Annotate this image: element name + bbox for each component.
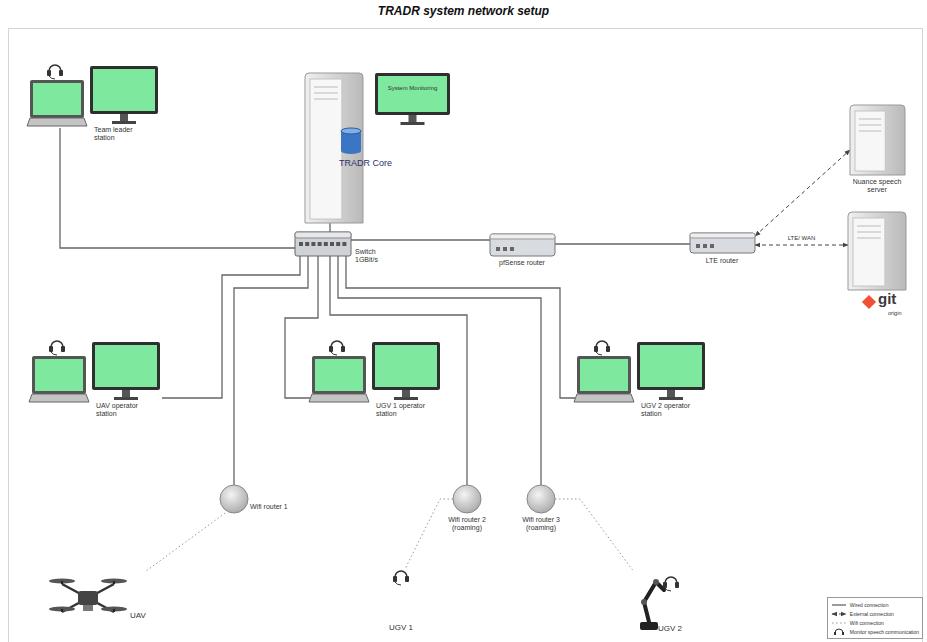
network-switch: Switch 1GBit/s [295, 232, 351, 256]
node-label: origin [888, 310, 901, 316]
node-label: UGV 2 [658, 625, 682, 634]
legend-text: External connection [850, 611, 894, 617]
database-icon [341, 128, 361, 154]
node-icon [527, 485, 555, 513]
node-label: Wifi router 2 (roaming) [439, 516, 495, 531]
operator-station: UGV 2 operator station [575, 338, 707, 404]
ugv-robot: UGV 2 [628, 570, 683, 632]
node-label: UAV operator station [96, 402, 148, 417]
uav-robot: UAV [48, 572, 163, 624]
operator-station: UGV 1 operator station [310, 338, 442, 404]
node-label: Wifi router 3 (roaming) [513, 516, 569, 531]
wifi-connection [145, 513, 225, 572]
wifi-connection [555, 499, 633, 570]
node-label: System Monitoring [388, 85, 438, 92]
node-icon [295, 232, 351, 256]
logo-text: git [878, 291, 896, 308]
team-leader-station: Team leader station [28, 62, 160, 128]
headset-icon [47, 65, 63, 79]
legend-sample [831, 628, 847, 636]
wired-connection [555, 243, 690, 244]
node-icon [575, 338, 707, 404]
wifi-router: Wifi router 2 (roaming) [453, 485, 481, 513]
node-label: Nuance speech server [846, 178, 908, 193]
node-icon [850, 105, 905, 175]
node-label: TRADR Core [339, 159, 392, 169]
headset-icon [329, 341, 345, 355]
core-server: TRADR Core [305, 73, 363, 223]
node-icon [628, 570, 683, 632]
speech-server: Nuance speech server [850, 105, 905, 175]
wired-connection [162, 256, 300, 398]
router-box: LTE router [690, 233, 755, 253]
headset-icon [663, 577, 679, 591]
node-label: UAV [130, 612, 146, 621]
node-icon [310, 338, 442, 404]
node-icon [28, 62, 160, 128]
node-icon [375, 73, 450, 125]
wired-connection [329, 223, 330, 232]
legend-box: Wired connectionExternal connectionWifi … [827, 597, 923, 639]
node-label: UGV 2 operator station [641, 402, 693, 417]
wired-connection [60, 128, 295, 248]
wired-connection [351, 239, 490, 240]
headset-icon [393, 571, 409, 585]
node-label: pfSense router [499, 259, 545, 267]
wired-connection [234, 256, 308, 485]
legend-sample [831, 619, 847, 627]
legend-text: Monitor speech communication [850, 629, 919, 635]
monitor-screen: System Monitoring [375, 73, 450, 125]
external-connection [755, 245, 848, 246]
git-server: gitorigin [848, 212, 906, 290]
node-icon [453, 485, 481, 513]
node-label: UGV 1 operator station [376, 402, 428, 417]
node-icon [690, 233, 755, 253]
node-label: Team leader station [94, 126, 146, 141]
wifi-router: Wifi router 1 [220, 485, 248, 513]
legend-sample [831, 601, 847, 609]
diagram-title: TRADR system network setup [0, 4, 927, 18]
wifi-router: Wifi router 3 (roaming) [527, 485, 555, 513]
node-label: Wifi router 1 [250, 503, 288, 511]
node-label: UGV 1 [389, 624, 413, 633]
wired-connection [338, 256, 541, 485]
legend-text: Wired connection [850, 602, 889, 608]
legend-text: Wifi connection [850, 620, 884, 626]
wifi-connection [406, 499, 454, 568]
node-icon [305, 73, 363, 223]
external-connection [755, 150, 850, 236]
git-logo [862, 295, 876, 309]
node-label: Switch 1GBit/s [355, 248, 387, 263]
router-box: pfSense router [490, 234, 555, 256]
node-icon [30, 338, 162, 404]
node-icon [848, 212, 906, 290]
node-icon [490, 234, 555, 256]
headset-icon [49, 341, 65, 355]
node-icon [220, 485, 248, 513]
operator-station: UAV operator station [30, 338, 162, 404]
ugv-robot: UGV 1 [392, 568, 410, 586]
edge-label: LTE/ WAN [786, 235, 818, 242]
node-label: LTE router [706, 257, 739, 265]
headset-icon [594, 341, 610, 355]
node-icon [392, 568, 410, 586]
legend-sample [831, 610, 847, 618]
